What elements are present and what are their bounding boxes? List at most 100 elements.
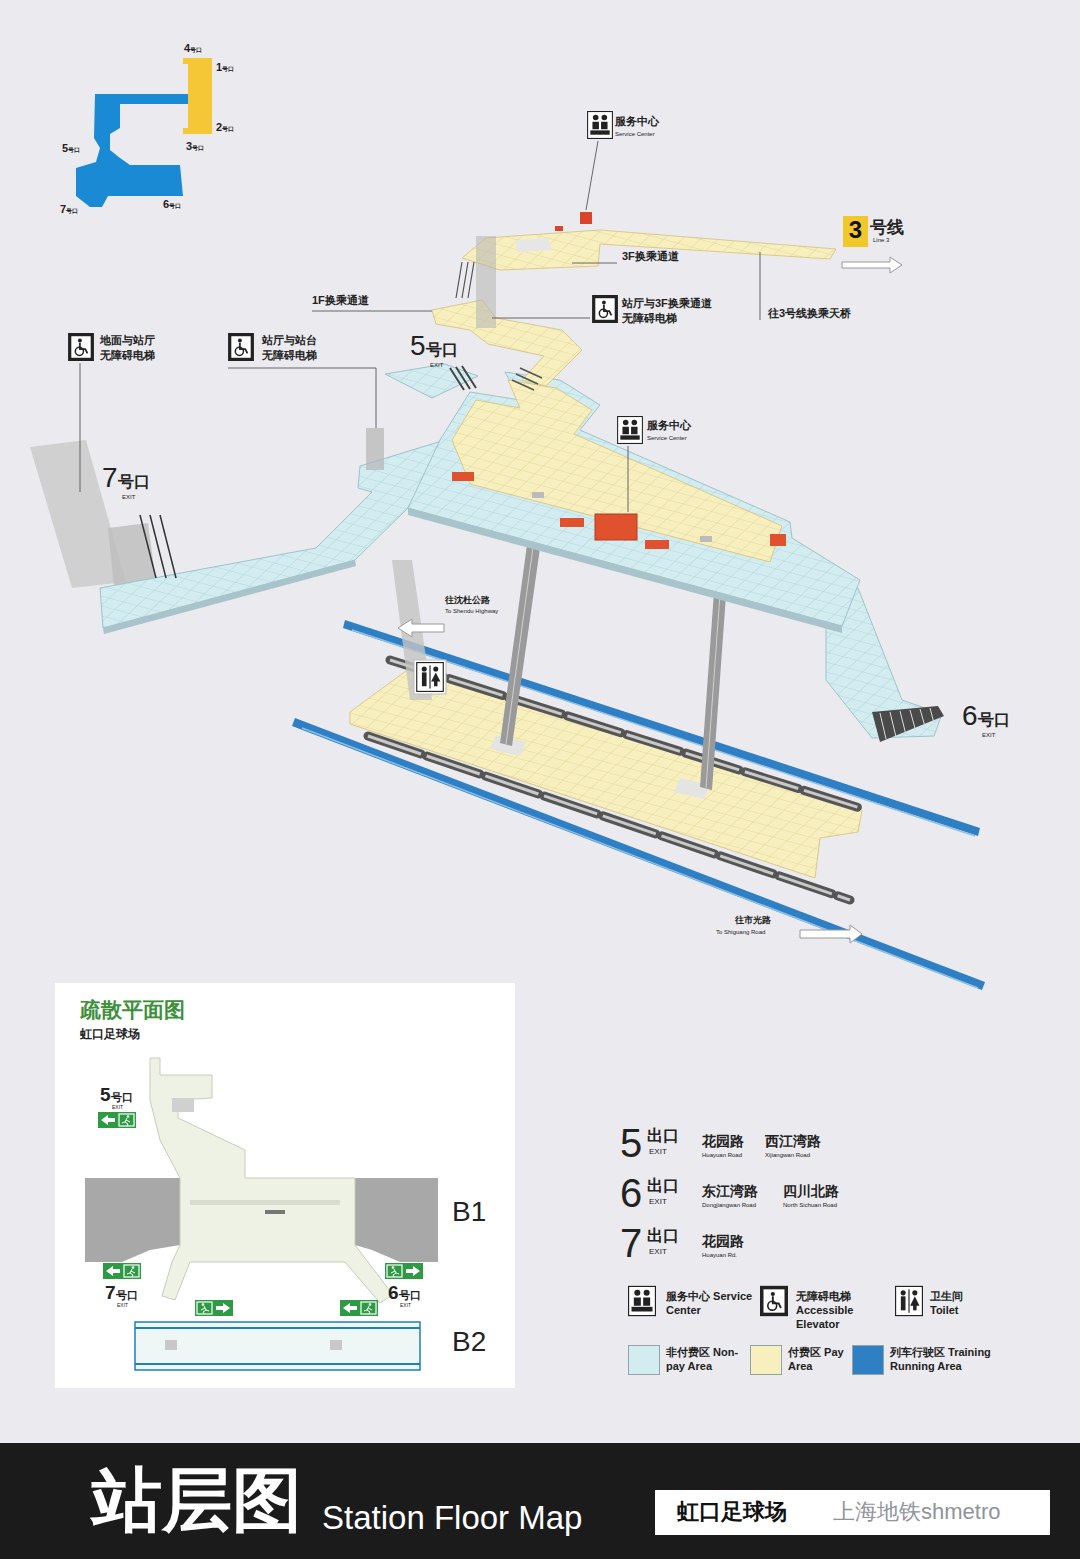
evacuation-plan bbox=[355, 1178, 438, 1262]
legend-text: 非付费区 Non-pay Area bbox=[666, 1346, 742, 1374]
mini-map bbox=[76, 94, 190, 207]
direction-arrow bbox=[842, 257, 902, 273]
legend-text: 付费区 Pay Area bbox=[788, 1346, 846, 1374]
escalator-shaft bbox=[700, 592, 726, 790]
road-name-english: Dongjiangwan Road bbox=[702, 1202, 756, 1208]
mini-map bbox=[183, 128, 189, 134]
evacuation-plan bbox=[265, 1210, 285, 1214]
fare-gate bbox=[532, 492, 544, 498]
evacuation-plan bbox=[165, 1340, 177, 1350]
plan-exit-label: 7号口 bbox=[105, 1283, 138, 1302]
train bbox=[368, 660, 860, 900]
evacuation-plan bbox=[172, 1098, 194, 1112]
train bbox=[368, 736, 850, 900]
minimap-exit-label: 2号口 bbox=[216, 122, 234, 133]
concourse-floor bbox=[452, 380, 782, 562]
floor-label: B2 bbox=[452, 1328, 486, 1356]
transfer-corridor bbox=[456, 262, 474, 298]
toilet-sign bbox=[417, 663, 444, 692]
legend-icon bbox=[760, 1286, 788, 1316]
callout-label: 1F换乘通道 bbox=[312, 295, 369, 306]
english-sublabel: EXIT bbox=[649, 1198, 667, 1206]
direction-label: 往沈杜公路 bbox=[445, 596, 490, 605]
train bbox=[368, 736, 850, 900]
exit-number: 5 bbox=[620, 1123, 642, 1163]
exit-number: 6 bbox=[620, 1173, 642, 1213]
plan-exit-label: 6号口 bbox=[388, 1283, 421, 1302]
road-name: 花园路 bbox=[702, 1134, 744, 1148]
train bbox=[390, 660, 860, 808]
station-name-box: 虹口足球场 上海地铁shmetro bbox=[655, 1490, 1050, 1535]
english-sublabel: EXIT bbox=[400, 1303, 411, 1308]
evacuation-plan bbox=[135, 1327, 420, 1329]
exit-label: 7号口 bbox=[102, 464, 150, 492]
elevator-shaft bbox=[30, 440, 156, 588]
evacuation-plan bbox=[385, 1263, 423, 1279]
service-counter bbox=[580, 212, 592, 224]
line-number: 3 bbox=[843, 218, 868, 242]
evacuation-plan bbox=[330, 1340, 342, 1350]
fare-gate bbox=[700, 536, 712, 542]
facility-icon bbox=[228, 333, 254, 361]
leader-line bbox=[80, 141, 760, 512]
callout-label: 站厅与站台 无障碍电梯 bbox=[262, 333, 322, 363]
panel-title: 疏散平面图 bbox=[80, 999, 185, 1020]
callout-label: 服务中心 bbox=[615, 116, 659, 127]
leader-line bbox=[492, 318, 590, 319]
minimap-exit-label: 3号口 bbox=[186, 141, 204, 152]
concourse-floor bbox=[408, 372, 860, 626]
english-sublabel: EXIT bbox=[117, 1303, 128, 1308]
minimap-exit-label: 4号口 bbox=[184, 43, 202, 54]
evacuation-plan bbox=[190, 1200, 340, 1205]
exit-word: 出口 bbox=[647, 1228, 679, 1244]
direction-arrow bbox=[398, 619, 444, 637]
exit-word: 出口 bbox=[647, 1128, 679, 1144]
panel-subtitle: 虹口足球场 bbox=[80, 1028, 140, 1040]
legend-swatch bbox=[852, 1345, 884, 1375]
legend-icon bbox=[896, 1286, 923, 1315]
evacuation-plan bbox=[150, 1058, 393, 1303]
legend-text: 卫生间 Toilet bbox=[930, 1290, 994, 1318]
elevator-shaft bbox=[108, 523, 156, 586]
stairs bbox=[450, 366, 476, 390]
minimap-exit-label: 6号口 bbox=[163, 199, 181, 210]
english-sublabel: EXIT bbox=[112, 1105, 123, 1110]
transfer-corridor bbox=[462, 230, 836, 270]
concourse-floor bbox=[103, 560, 356, 634]
watermark: 上海地铁shmetro bbox=[833, 1501, 1000, 1523]
line-label: 号线 bbox=[870, 219, 904, 236]
leader-line bbox=[312, 311, 432, 312]
english-sublabel: EXIT bbox=[982, 732, 995, 738]
facility-icon bbox=[588, 112, 613, 139]
transfer-corridor bbox=[476, 236, 496, 328]
facility-icon bbox=[68, 112, 642, 444]
station-name: 虹口足球场 bbox=[677, 1501, 787, 1523]
escalator-shaft bbox=[706, 594, 720, 788]
toilet-sign bbox=[414, 660, 446, 694]
legend-text: 无障碍电梯 Accessible Elevator bbox=[796, 1290, 888, 1331]
leader-line bbox=[80, 363, 81, 492]
exit-word: 出口 bbox=[647, 1178, 679, 1194]
english-sublabel: EXIT bbox=[430, 362, 443, 368]
facility-icon bbox=[618, 417, 643, 444]
legend-swatch bbox=[628, 1345, 660, 1375]
leader-line bbox=[586, 141, 598, 210]
road-name-english: Xijiangwan Road bbox=[765, 1152, 810, 1158]
evacuation-plan bbox=[55, 983, 515, 1388]
title-band: 站层图Station Floor Map虹口足球场上海地铁shmetro bbox=[0, 1443, 1080, 1559]
road-name: 四川北路 bbox=[783, 1184, 839, 1198]
callout-label: 服务中心 bbox=[647, 420, 691, 431]
transfer-corridor bbox=[515, 238, 552, 252]
evacuation-plan bbox=[85, 1178, 180, 1262]
concourse-floor bbox=[100, 364, 942, 738]
callout-label: 地面与站厅 无障碍电梯 bbox=[100, 333, 160, 363]
fare-gate bbox=[770, 534, 786, 546]
evacuation-plan bbox=[103, 1263, 141, 1279]
road-name-english: Huayuan Rd. bbox=[702, 1252, 737, 1258]
page-title-english: Station Floor Map bbox=[322, 1501, 582, 1534]
road-name: 西江湾路 bbox=[765, 1134, 821, 1148]
direction-arrow bbox=[398, 257, 902, 943]
toilet-sign bbox=[414, 660, 446, 694]
